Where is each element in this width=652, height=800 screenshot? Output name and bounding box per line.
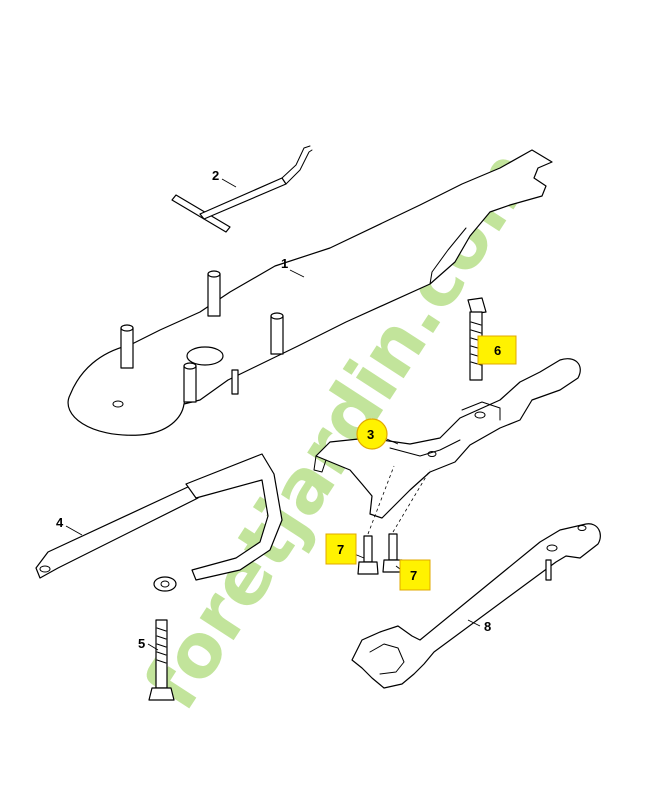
part-5-bolt: [148, 619, 175, 701]
highlight-box-7a: [325, 533, 357, 565]
part-8-wrench: [351, 523, 601, 689]
highlight-box-6: [477, 335, 517, 365]
callout-4: 4: [56, 515, 64, 530]
callout-1: 1: [281, 256, 288, 271]
callout-2: 2: [212, 168, 219, 183]
highlight-box-7b: [399, 559, 431, 591]
callout-6: 6: [494, 343, 501, 358]
callout-7a: 7: [337, 542, 344, 557]
highlight-circle-3: [356, 418, 388, 450]
part-1-tool-plate: [67, 149, 553, 436]
callout-3: 3: [367, 427, 374, 442]
part-2-t-handle: [171, 145, 313, 233]
part-4-strap: [35, 453, 283, 592]
part-7-screws: [357, 465, 431, 575]
part-3-bracket: [313, 358, 581, 519]
callout-5: 5: [138, 636, 145, 651]
callout-8: 8: [484, 619, 491, 634]
callout-7b: 7: [410, 568, 417, 583]
